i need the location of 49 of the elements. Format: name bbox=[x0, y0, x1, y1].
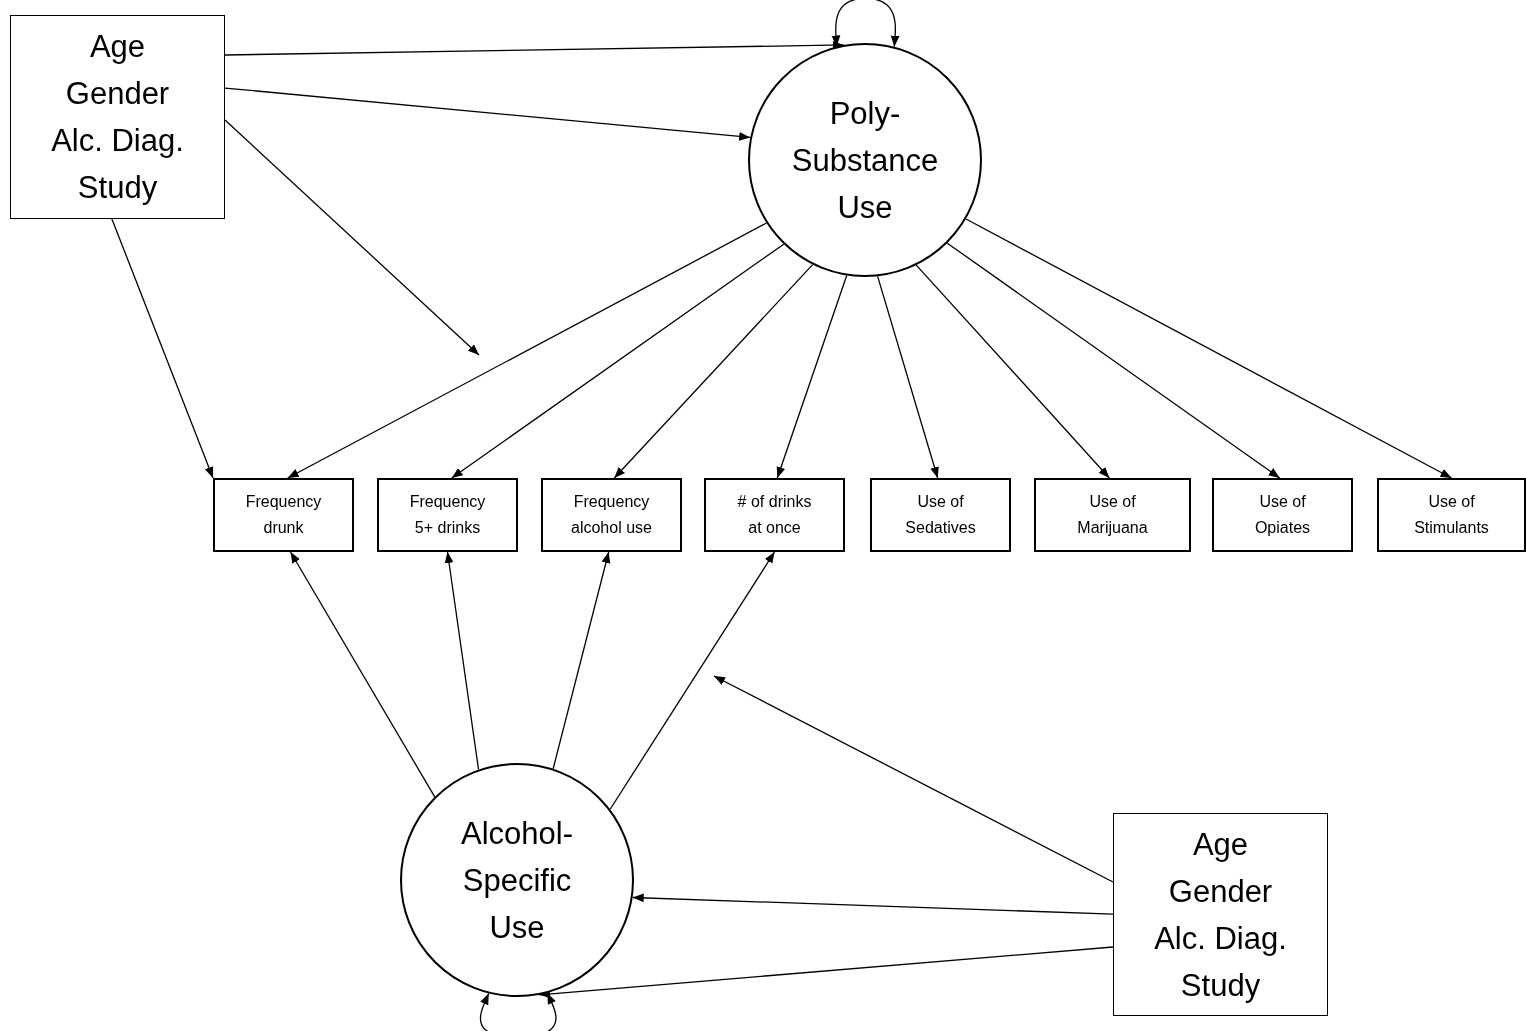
arrow bbox=[552, 551, 611, 770]
arrow bbox=[224, 40, 845, 56]
arrow bbox=[224, 87, 751, 141]
variable-box bbox=[1113, 813, 1328, 1016]
node-label: Age bbox=[89, 28, 146, 66]
arrow bbox=[776, 274, 848, 479]
arrow bbox=[289, 551, 436, 798]
arrow bbox=[538, 946, 1114, 999]
arrow bbox=[224, 119, 480, 356]
arrow bbox=[444, 551, 480, 771]
arrow bbox=[877, 275, 939, 479]
arrow bbox=[613, 263, 814, 479]
node-label: Frequency alcohol use bbox=[570, 492, 653, 538]
node-label: Alc. Diag. bbox=[1154, 919, 1287, 958]
indicator-box bbox=[377, 478, 518, 552]
indicator-box bbox=[1212, 478, 1353, 552]
node-label: # of drinks at once bbox=[736, 492, 813, 538]
arrow bbox=[965, 218, 1453, 479]
arrow bbox=[609, 551, 776, 810]
node-label: Frequency drunk bbox=[244, 492, 323, 538]
node-label: Use of Marijuana bbox=[1076, 492, 1149, 538]
node-label: Gender bbox=[1168, 872, 1273, 911]
indicator-box bbox=[213, 478, 354, 552]
arrow bbox=[451, 243, 785, 479]
variable-box bbox=[10, 15, 225, 219]
arrow bbox=[713, 675, 1114, 883]
arrow bbox=[946, 242, 1281, 479]
indicator-box bbox=[1377, 478, 1526, 552]
indicator-box bbox=[541, 478, 682, 552]
node-label: Study bbox=[77, 169, 158, 207]
indicator-box bbox=[870, 478, 1011, 552]
node-label: Gender bbox=[65, 75, 170, 113]
indicator-box bbox=[704, 478, 845, 552]
node-label: Poly- Substance Use bbox=[790, 94, 940, 227]
self-loop-arrow bbox=[479, 992, 557, 1031]
indicator-box bbox=[1034, 478, 1191, 552]
self-loop-arrow bbox=[831, 0, 900, 48]
arrow bbox=[111, 218, 214, 479]
arrow bbox=[632, 893, 1114, 915]
arrow bbox=[915, 264, 1110, 479]
node-label: Use of Sedatives bbox=[904, 492, 977, 538]
node-label: Use of Stimulants bbox=[1413, 492, 1490, 538]
node-label: Alcohol- Specific Use bbox=[460, 814, 574, 947]
node-label: Age bbox=[1192, 825, 1249, 864]
node-label: Frequency 5+ drinks bbox=[408, 492, 487, 538]
node-label: Use of Opiates bbox=[1253, 492, 1312, 538]
arrow bbox=[287, 222, 768, 479]
node-label: Study bbox=[1180, 966, 1261, 1005]
node-label: Alc. Diag. bbox=[51, 122, 184, 160]
